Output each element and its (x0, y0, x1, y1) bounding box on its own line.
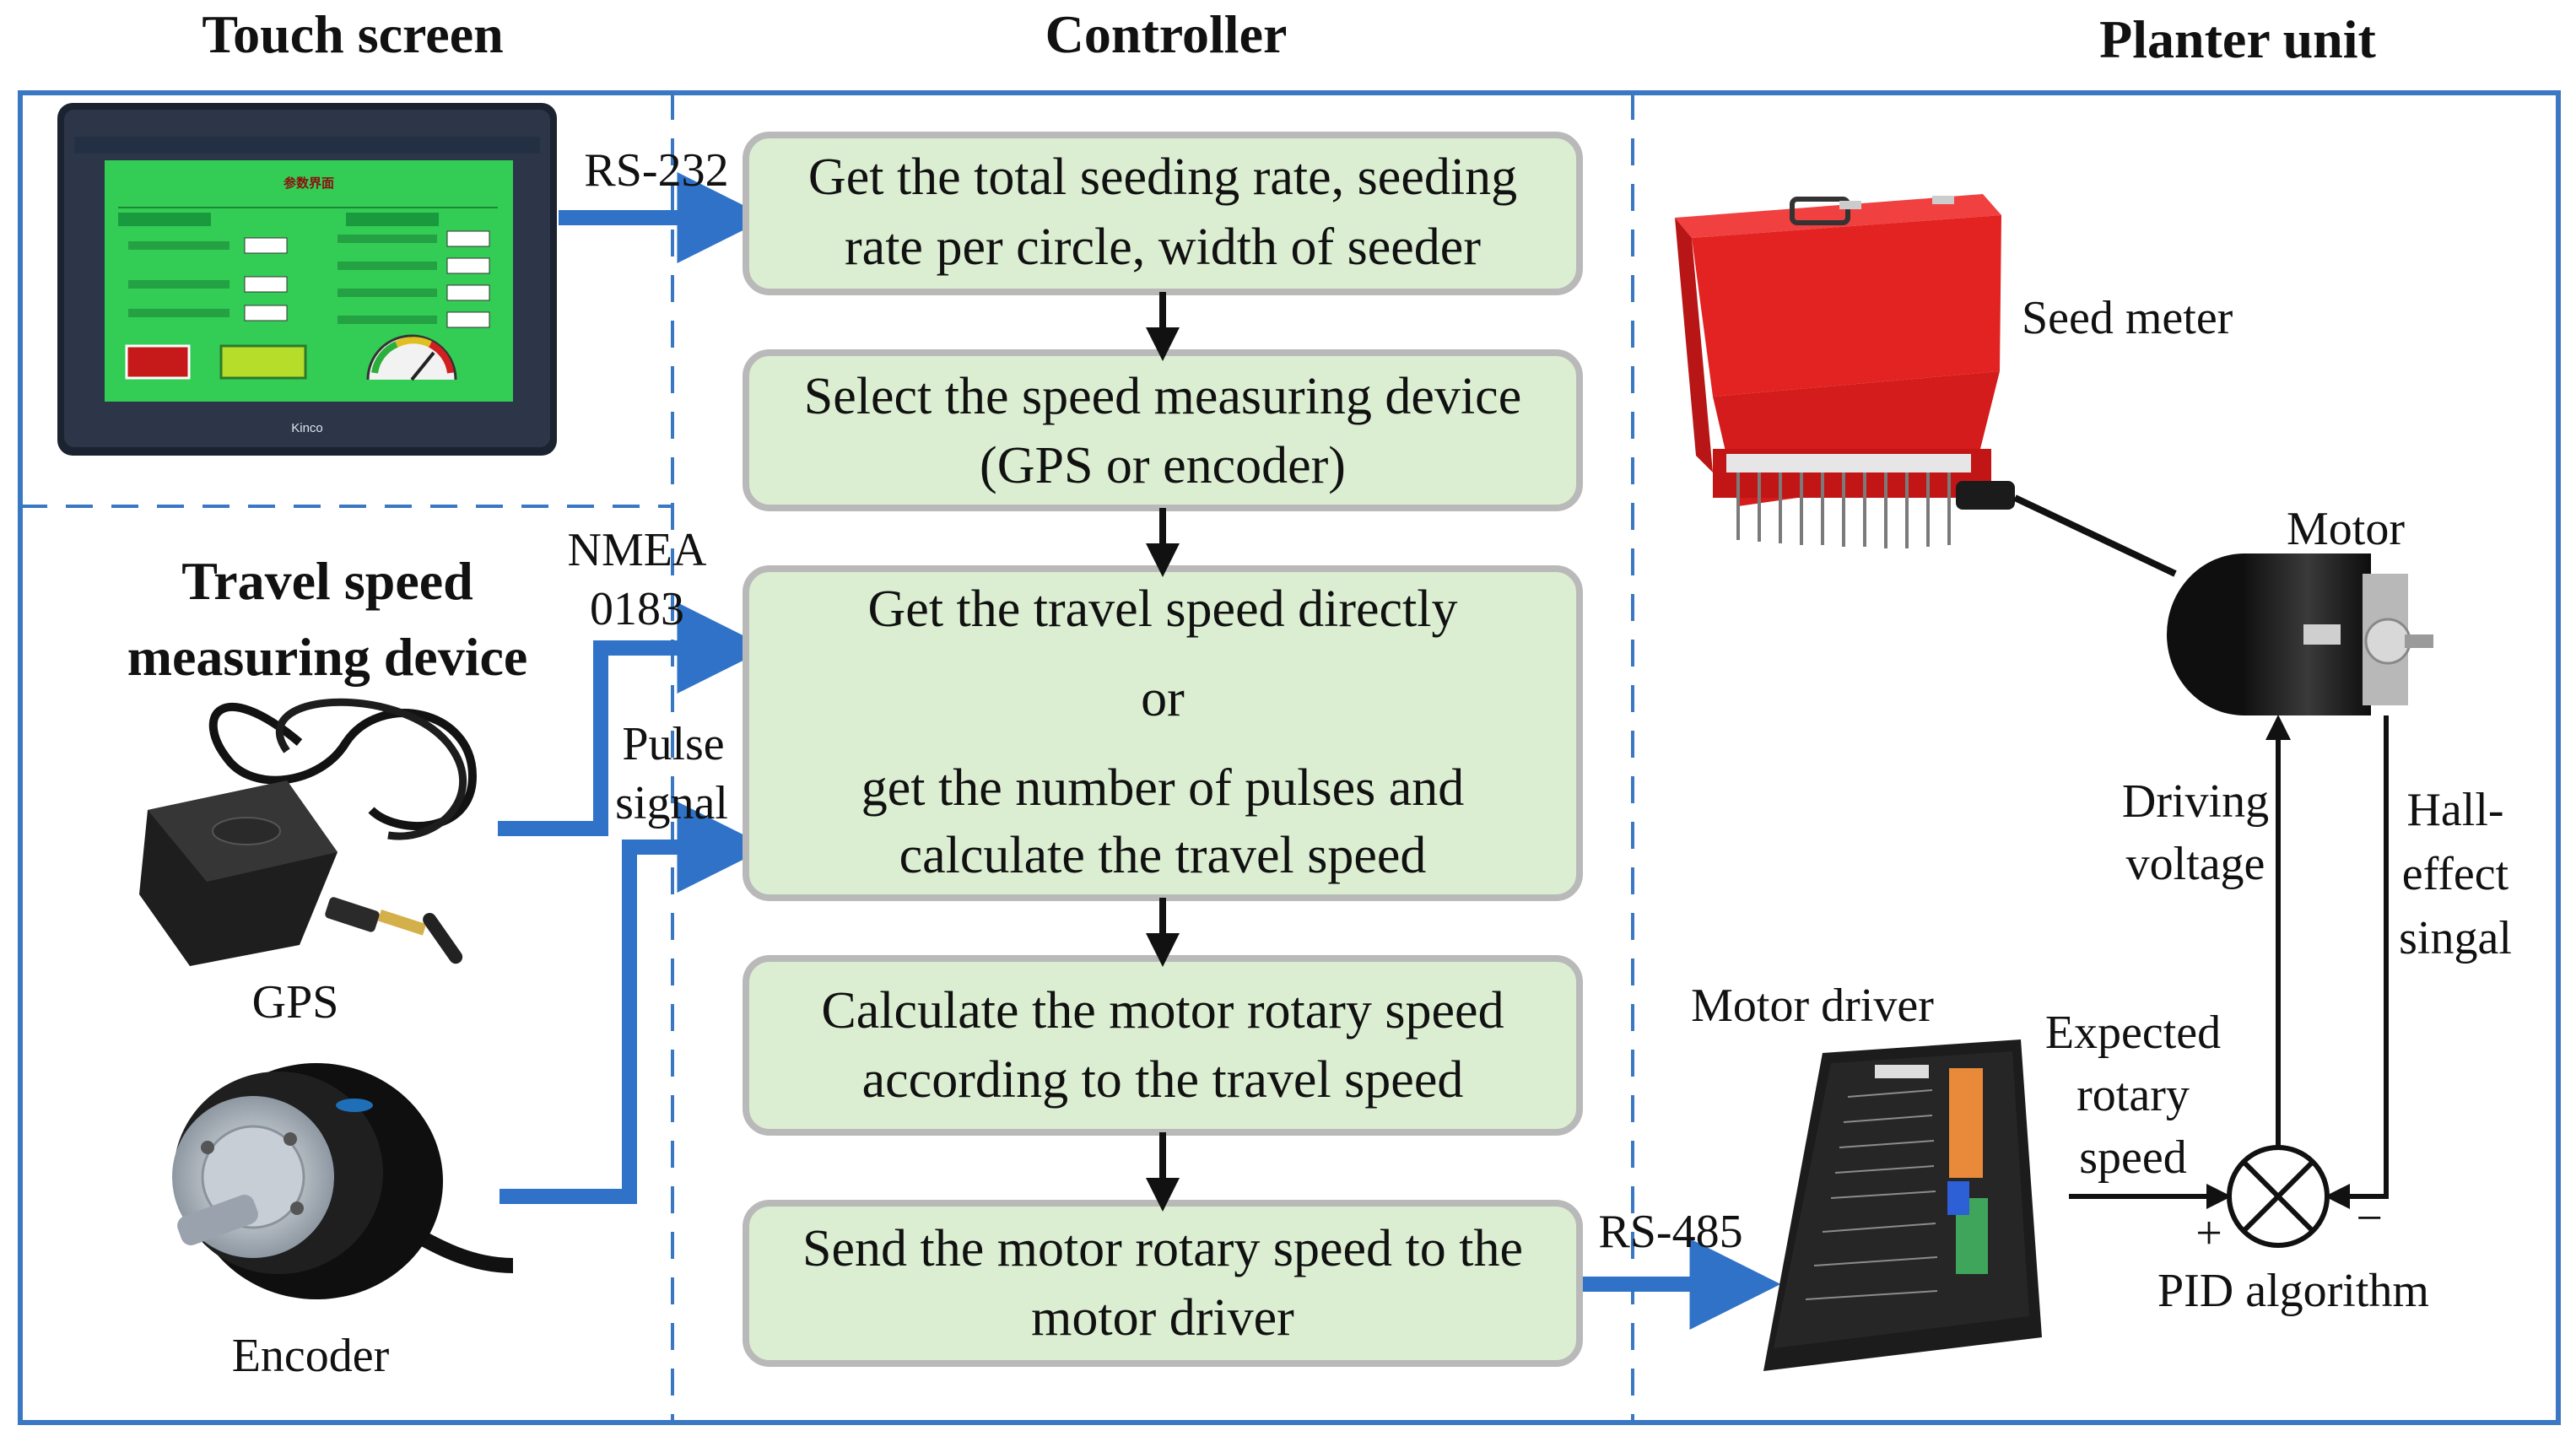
travel-device-label-2: measuring device (127, 627, 528, 687)
step-4-box: Calculate the motor rotary speed accordi… (743, 955, 1583, 1136)
pid-label: PID algorithm (2157, 1265, 2429, 1317)
hall-label-1: Hall- (2406, 784, 2503, 836)
hall-label-3: singal (2399, 912, 2512, 964)
nmea-label-2: 0183 (590, 583, 684, 635)
step-2-line-1: Select the speed measuring device (804, 368, 1521, 425)
expected-speed-label-2: rotary (2076, 1069, 2190, 1121)
touchscreen-title: 参数界面 (284, 175, 334, 191)
motor-driver-icon (1763, 1039, 2042, 1371)
rs485-label: RS-485 (1598, 1206, 1742, 1258)
expected-speed-label-3: speed (2079, 1131, 2187, 1184)
step-3-box: Get the travel speed directly or get the… (743, 565, 1583, 901)
outer-frame (18, 90, 2561, 1425)
hall-feedback-arrow (2325, 715, 2389, 1209)
gps-label: GPS (252, 976, 339, 1029)
encoder-icon (172, 1063, 514, 1299)
step-2-line-2: (GPS or encoder) (980, 437, 1346, 494)
header-planter-unit: Planter unit (2099, 9, 2376, 69)
seed-meter-label: Seed meter (2022, 292, 2233, 344)
motor-driver-label: Motor driver (1691, 980, 1934, 1032)
motor-label: Motor (2287, 503, 2405, 555)
encoder-arrow (500, 802, 769, 1204)
touchscreen-brand: Kinco (291, 421, 323, 435)
step-3-line-2: or (1141, 670, 1185, 727)
touch-screen-icon: 参数界面 Kinco (57, 103, 557, 456)
driving-voltage-label-2: voltage (2126, 838, 2265, 890)
step-1-line-1: Get the total seeding rate, seeding (808, 148, 1517, 206)
pulse-label-1: Pulse (622, 718, 724, 770)
travel-device-label-1: Travel speed (181, 551, 473, 611)
header-controller: Controller (1045, 4, 1288, 64)
gps-arrow (498, 602, 769, 836)
plus-sign: + (2195, 1207, 2222, 1260)
step-5-box: Send the motor rotary speed to the motor… (743, 1200, 1583, 1367)
step-5-line-1: Send the motor rotary speed to the (802, 1220, 1523, 1277)
driving-voltage-label-1: Driving (2122, 775, 2269, 828)
hall-label-2: effect (2402, 848, 2509, 900)
step-1-line-2: rate per circle, width of seeder (845, 219, 1481, 276)
gps-antenna-icon (139, 698, 478, 966)
rs232-label: RS-232 (584, 144, 728, 197)
step-3-line-4: calculate the travel speed (899, 827, 1427, 884)
pulse-label-2: signal (615, 777, 728, 829)
step-5-line-2: motor driver (1031, 1289, 1294, 1347)
seed-motor-shaft (2013, 494, 2177, 577)
encoder-label: Encoder (232, 1330, 390, 1382)
pid-summing-junction-icon (2227, 1145, 2330, 1248)
step-2-box: Select the speed measuring device (GPS o… (743, 349, 1583, 511)
step-4-line-2: according to the travel speed (862, 1051, 1464, 1109)
step-3-line-3: get the number of pulses and (861, 759, 1465, 817)
step-3-line-1: Get the travel speed directly (868, 580, 1458, 638)
minus-sign: − (2356, 1192, 2383, 1245)
nmea-label-1: NMEA (568, 524, 707, 576)
header-touch-screen: Touch screen (202, 4, 503, 64)
expected-speed-label-1: Expected (2045, 1007, 2221, 1059)
seed-meter-icon (1675, 194, 2015, 548)
step-4-line-1: Calculate the motor rotary speed (821, 982, 1504, 1039)
step-1-box: Get the total seeding rate, seeding rate… (743, 132, 1583, 295)
motor-icon (2167, 553, 2433, 715)
